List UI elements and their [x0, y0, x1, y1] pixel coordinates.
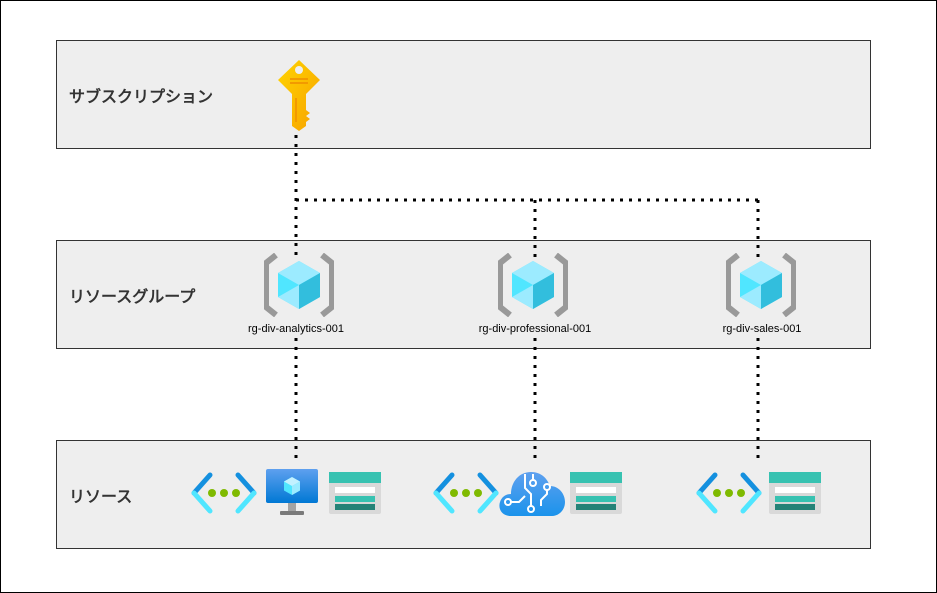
key-icon	[278, 60, 320, 131]
virtual-machine-icon	[266, 469, 318, 515]
virtual-network-icon	[191, 472, 257, 514]
resource-group-icon	[264, 253, 334, 317]
layer-resource-group-label: リソースグループ	[69, 288, 196, 306]
storage-account-icon	[329, 472, 381, 514]
storage-account-icon	[769, 472, 821, 514]
cognitive-services-icon	[499, 472, 565, 516]
layer-resource-label: リソース	[69, 488, 133, 506]
virtual-network-icon	[696, 472, 762, 514]
resource-group-name: rg-div-analytics-001	[248, 323, 344, 335]
virtual-network-icon	[433, 472, 499, 514]
resource-group-icon	[726, 253, 796, 317]
resource-group-icon	[498, 253, 568, 317]
storage-account-icon	[570, 472, 622, 514]
resource-group-name: rg-div-sales-001	[722, 323, 802, 335]
layer-subscription: サブスクリプション	[56, 40, 871, 149]
resource-group-name: rg-div-professional-001	[478, 323, 592, 335]
layer-subscription-label: サブスクリプション	[69, 88, 214, 106]
